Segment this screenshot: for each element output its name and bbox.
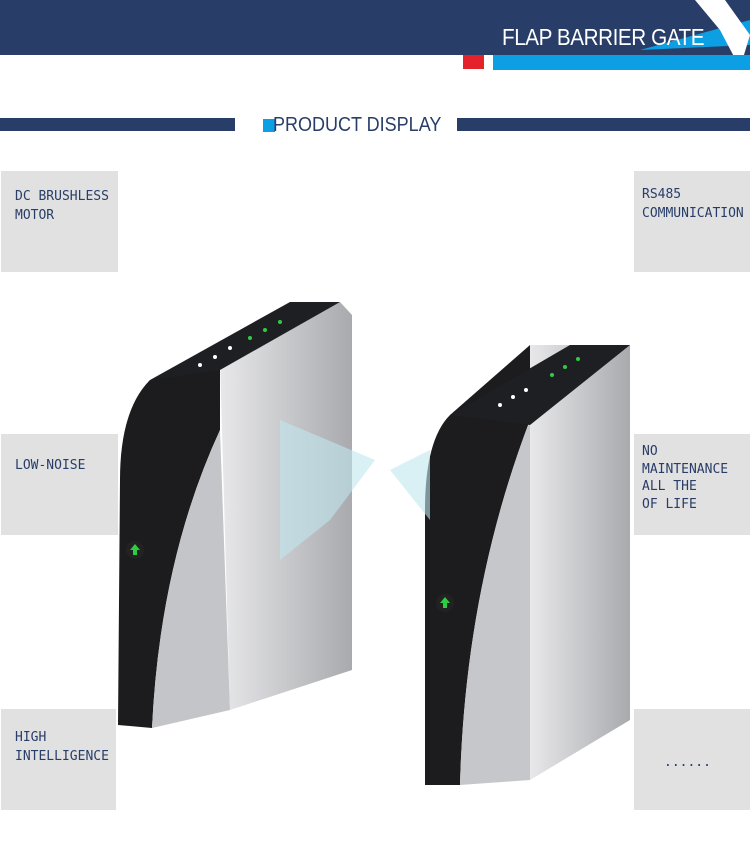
accent-square xyxy=(463,55,484,69)
feature-low-noise: LOW-NOISE xyxy=(1,434,118,535)
section-divider-left xyxy=(0,118,235,131)
paper-plane-icon xyxy=(640,0,750,68)
feature-no-maintenance: NO MAINTENANCE ALL THE OF LIFE xyxy=(634,434,750,535)
feature-high-intelligence: HIGH INTELLIGENCE xyxy=(1,709,116,810)
section-title: PRODUCT DISPLAY xyxy=(273,114,442,136)
page-title: FLAP BARRIER GATE xyxy=(502,24,705,50)
header-banner: FLAP BARRIER GATE xyxy=(0,0,750,68)
feature-rs485: RS485 COMMUNICATION xyxy=(634,171,750,272)
feature-more: ...... xyxy=(634,709,750,810)
feature-dc-motor: DC BRUSHLESS MOTOR xyxy=(1,171,118,272)
section-divider-right xyxy=(457,118,750,131)
flap-barrier-gate-image xyxy=(118,302,630,785)
accent-bar xyxy=(493,55,750,70)
section-marker xyxy=(263,119,275,132)
